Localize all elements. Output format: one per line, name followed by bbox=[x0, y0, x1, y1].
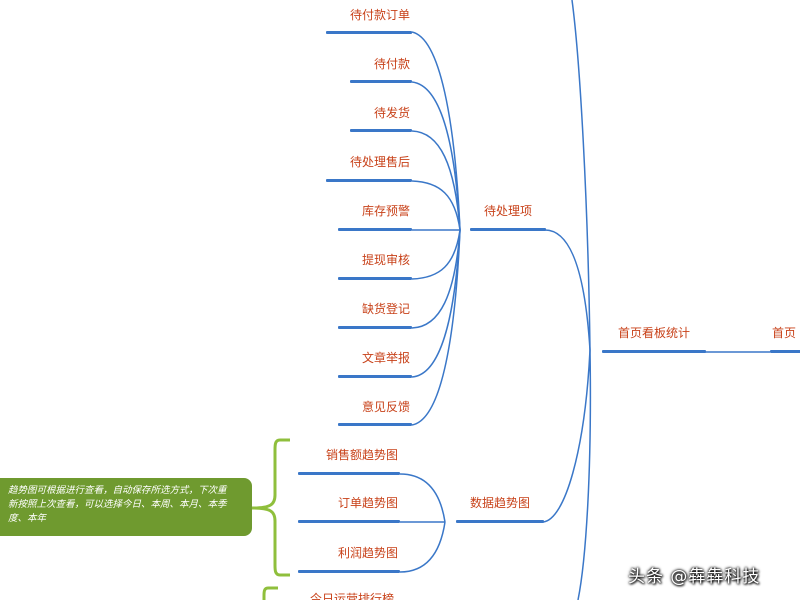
branch-underline bbox=[602, 350, 706, 353]
leaf-pending-4: 待处理售后 bbox=[349, 155, 410, 169]
leaf-partial: 今日运营排行榜 bbox=[310, 592, 395, 600]
leaf-pending-3: 待发货 bbox=[373, 106, 410, 120]
leaf-underline bbox=[298, 472, 400, 475]
leaf-underline bbox=[338, 228, 412, 231]
leaf-pending-1: 待付款订单 bbox=[349, 8, 410, 22]
leaf-trend-2: 订单趋势图 bbox=[337, 496, 398, 510]
leaf-pending-8: 文章举报 bbox=[361, 351, 410, 365]
leaf-trend-3: 利润趋势图 bbox=[337, 546, 398, 560]
leaf-underline bbox=[338, 423, 412, 426]
trunk-connector bbox=[571, 0, 592, 600]
leaf-connector-8 bbox=[411, 229, 461, 378]
leaf-connector-3 bbox=[411, 130, 461, 231]
group-underline-pending bbox=[470, 228, 546, 231]
note-box: 趋势图可根据进行查看，自动保存所选方式，下次重 新按照上次查看，可以选择今日、本… bbox=[0, 478, 252, 536]
leaf-pending-5: 库存预警 bbox=[361, 204, 410, 218]
trend-leaf-connector-1 bbox=[399, 473, 446, 523]
watermark: 头条 @犇犇科技 bbox=[628, 567, 761, 587]
note-line-2: 新按照上次查看，可以选择今日、本周、本月、本季 bbox=[8, 499, 227, 510]
leaf-connector-9 bbox=[411, 229, 461, 426]
leaf-underline bbox=[338, 326, 412, 329]
branch-label: 首页看板统计 bbox=[617, 326, 690, 340]
partial-bracket bbox=[262, 586, 278, 600]
leaf-underline bbox=[326, 179, 412, 182]
root-label: 首页 bbox=[772, 326, 797, 340]
group-label-trend: 数据趋势图 bbox=[469, 496, 530, 510]
group-label-pending: 待处理项 bbox=[483, 204, 532, 218]
leaf-pending-2: 待付款 bbox=[373, 57, 410, 71]
leaf-underline bbox=[350, 80, 412, 83]
leaf-connector-1 bbox=[411, 31, 461, 231]
leaf-pending-6: 提现审核 bbox=[361, 253, 410, 267]
leaf-underline bbox=[298, 570, 400, 573]
leaf-trend-1: 销售额趋势图 bbox=[325, 448, 398, 462]
note-line-3: 度、本年 bbox=[8, 513, 47, 524]
group-underline-trend bbox=[456, 520, 544, 523]
connector-pending bbox=[544, 229, 591, 351]
leaf-connector-2 bbox=[411, 81, 461, 231]
leaf-underline bbox=[338, 375, 412, 378]
root-underline bbox=[770, 350, 800, 353]
trend-leaf-connector-3 bbox=[399, 521, 446, 573]
leaf-connector-6 bbox=[411, 229, 461, 280]
leaf-underline bbox=[326, 31, 412, 34]
note-bracket bbox=[251, 438, 290, 577]
connector-trend bbox=[542, 349, 591, 523]
leaf-pending-9: 意见反馈 bbox=[361, 400, 410, 414]
leaf-pending-7: 缺货登记 bbox=[361, 302, 410, 316]
leaf-underline bbox=[298, 520, 400, 523]
note-line-1: 趋势图可根据进行查看，自动保存所选方式，下次重 bbox=[8, 485, 227, 496]
leaf-underline bbox=[350, 129, 412, 132]
leaf-connector-4 bbox=[411, 180, 461, 231]
leaf-underline bbox=[338, 277, 412, 280]
